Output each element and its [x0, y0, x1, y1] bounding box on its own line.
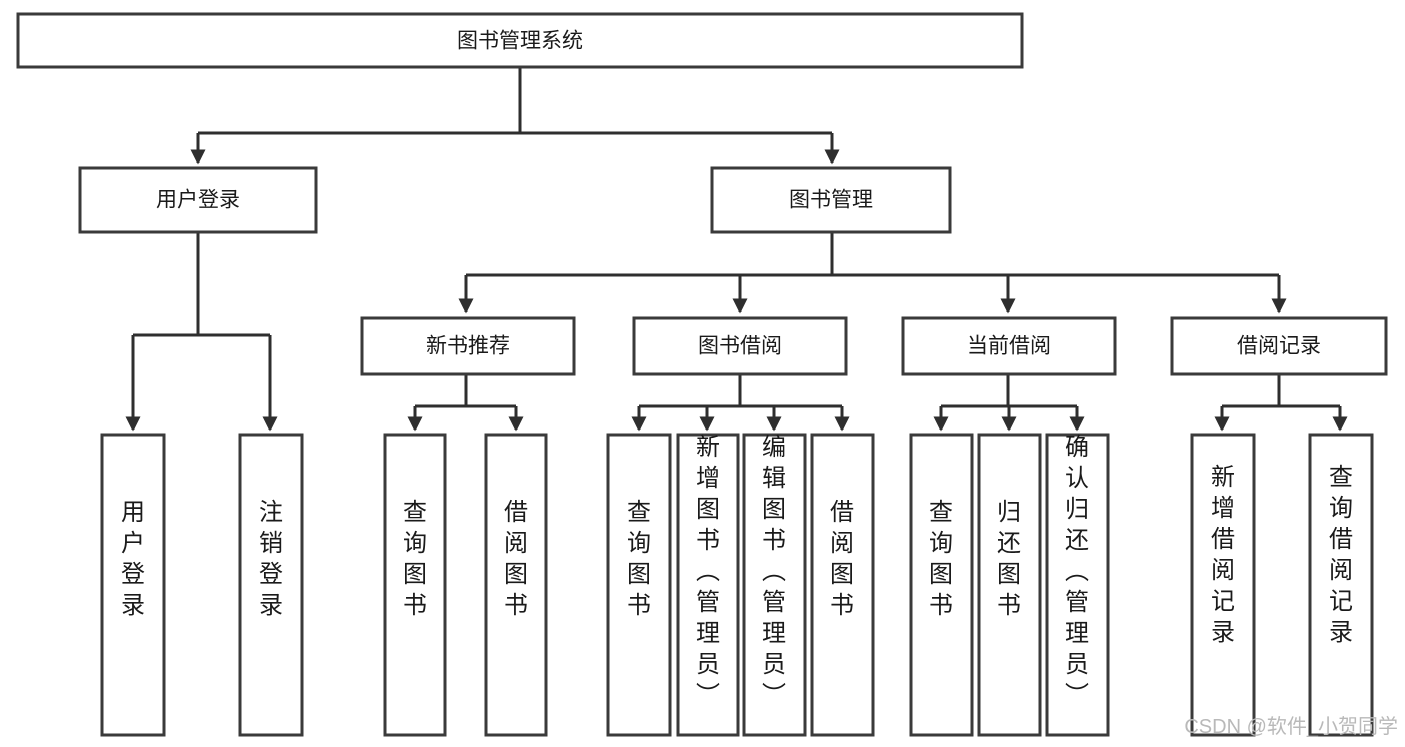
node-new-book-recommend-box[interactable] [360, 316, 576, 376]
node-root-box[interactable] [16, 12, 1024, 69]
node-leaf-query-book-2[interactable]: 查询图书 [606, 433, 672, 737]
node-user-login[interactable]: 用户登录 [78, 166, 318, 234]
node-leaf-borrow-book-1-box[interactable] [484, 433, 548, 737]
node-current-borrow-label: 当前借阅 [967, 335, 1051, 358]
node-leaf-query-record-label: 查询借阅记录 [1329, 464, 1353, 646]
node-leaf-add-record-label: 新增借阅记录 [1211, 464, 1235, 646]
node-leaf-return-book[interactable]: 归还图书 [977, 433, 1042, 737]
node-new-book-recommend-label: 新书推荐 [426, 335, 510, 358]
node-leaf-user-login[interactable]: 用户登录 [100, 433, 166, 737]
node-current-borrow-box[interactable] [901, 316, 1117, 376]
node-leaf-confirm-return-label: 确认归还︵管理员︶ [1065, 434, 1089, 709]
node-leaf-edit-book-label: 编辑图书︵管理员︶ [762, 434, 786, 709]
node-book-borrow[interactable]: 图书借阅 [632, 316, 848, 376]
node-leaf-edit-book[interactable]: 编辑图书︵管理员︶ [742, 433, 807, 737]
node-leaf-query-record-box[interactable] [1308, 433, 1374, 737]
node-leaf-query-book-1-label: 查询图书 [403, 499, 427, 619]
node-leaf-borrow-book-1-label: 借阅图书 [504, 499, 528, 619]
node-leaf-query-record[interactable]: 查询借阅记录 [1308, 433, 1374, 737]
node-leaf-add-book[interactable]: 新增图书︵管理员︶ [676, 433, 740, 737]
csdn-watermark: CSDN @软件_小贺同学 [1184, 715, 1398, 738]
node-leaf-query-book-3-box[interactable] [909, 433, 974, 737]
node-leaf-borrow-book-2-label: 借阅图书 [830, 499, 854, 619]
node-leaf-borrow-book-2[interactable]: 借阅图书 [810, 433, 875, 737]
node-borrow-record-box[interactable] [1170, 316, 1388, 376]
node-book-management[interactable]: 图书管理 [710, 166, 952, 234]
node-book-borrow-label: 图书借阅 [698, 335, 782, 358]
node-leaf-return-book-label: 归还图书 [997, 499, 1021, 619]
node-leaf-add-book-box[interactable] [676, 433, 740, 737]
connector-layer [125, 67, 1348, 432]
node-borrow-record[interactable]: 借阅记录 [1170, 316, 1388, 376]
node-leaf-edit-book-box[interactable] [742, 433, 807, 737]
node-book-borrow-box[interactable] [632, 316, 848, 376]
node-leaf-query-book-2-box[interactable] [606, 433, 672, 737]
node-leaf-add-record-box[interactable] [1190, 433, 1256, 737]
node-book-management-box[interactable] [710, 166, 952, 234]
node-leaf-query-book-1-box[interactable] [383, 433, 447, 737]
node-leaf-add-record[interactable]: 新增借阅记录 [1190, 433, 1256, 737]
node-user-login-box[interactable] [78, 166, 318, 234]
node-leaf-return-book-box[interactable] [977, 433, 1042, 737]
node-leaf-user-login-label: 用户登录 [121, 499, 145, 619]
node-leaf-query-book-2-label: 查询图书 [627, 499, 651, 619]
node-leaf-logout[interactable]: 注销登录 [238, 433, 304, 737]
node-new-book-recommend[interactable]: 新书推荐 [360, 316, 576, 376]
node-leaf-borrow-book-2-box[interactable] [810, 433, 875, 737]
node-root[interactable]: 图书管理系统 [16, 12, 1024, 69]
node-borrow-record-label: 借阅记录 [1237, 335, 1321, 358]
node-leaf-add-book-label: 新增图书︵管理员︶ [696, 434, 720, 709]
node-user-login-label: 用户登录 [156, 189, 240, 212]
node-leaf-confirm-return-box[interactable] [1045, 433, 1110, 737]
node-leaf-query-book-3-label: 查询图书 [929, 499, 953, 619]
node-book-management-label: 图书管理 [789, 189, 873, 212]
node-leaf-confirm-return[interactable]: 确认归还︵管理员︶ [1045, 433, 1110, 737]
node-current-borrow[interactable]: 当前借阅 [901, 316, 1117, 376]
node-leaf-logout-label: 注销登录 [259, 499, 283, 619]
node-leaf-query-book-1[interactable]: 查询图书 [383, 433, 447, 737]
node-leaf-query-book-3[interactable]: 查询图书 [909, 433, 974, 737]
node-root-label: 图书管理系统 [457, 30, 583, 53]
node-leaf-user-login-box[interactable] [100, 433, 166, 737]
node-leaf-borrow-book-1[interactable]: 借阅图书 [484, 433, 548, 737]
node-leaf-logout-box[interactable] [238, 433, 304, 737]
